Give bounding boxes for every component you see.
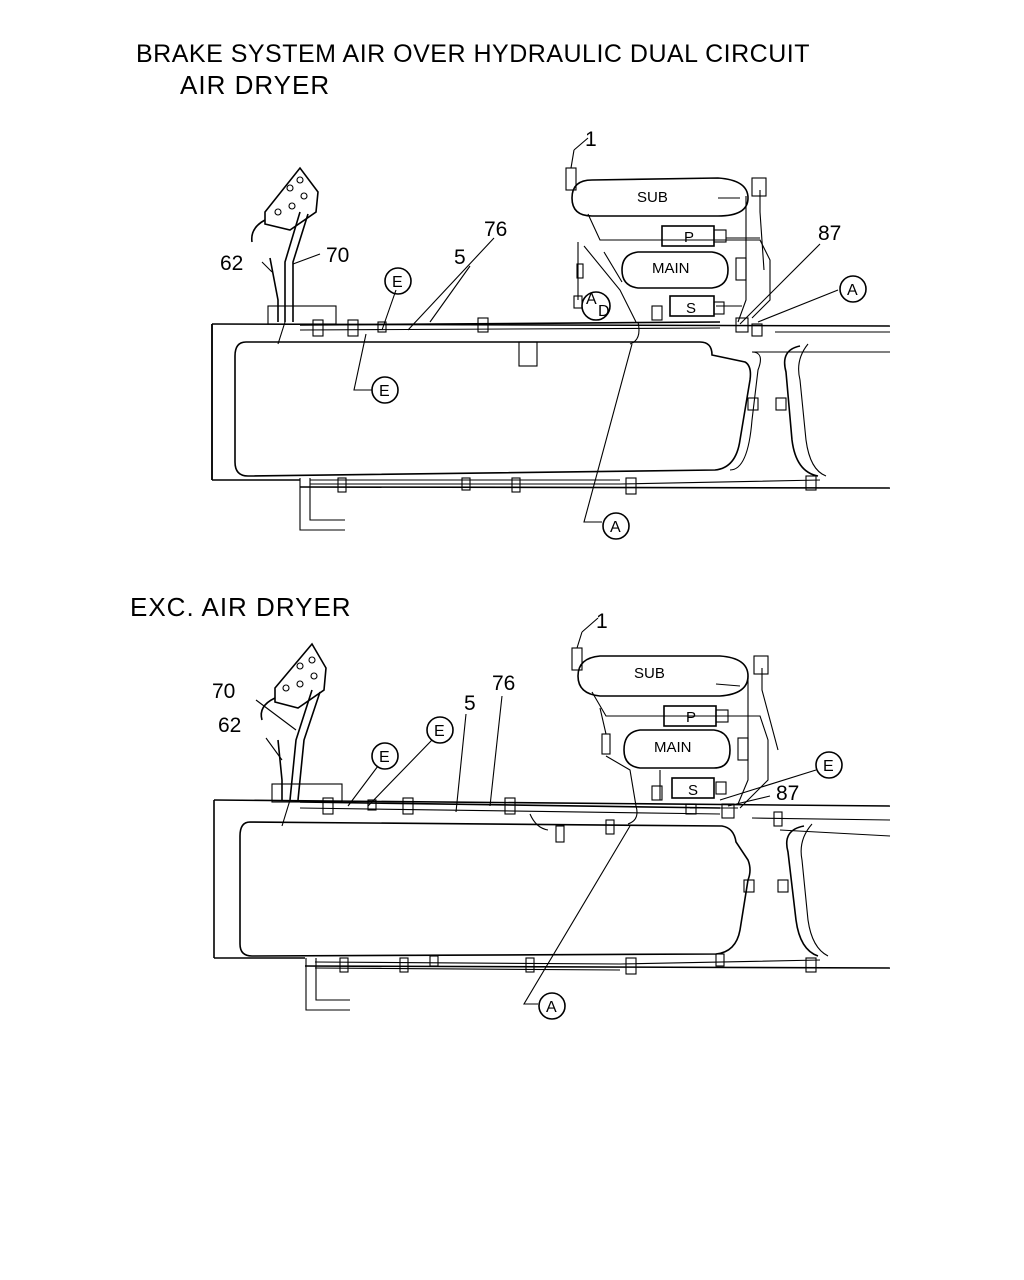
svg-text:E: E (379, 383, 390, 400)
callout-2-76: 76 (492, 672, 515, 695)
callout-62: 62 (220, 252, 243, 275)
air-dryer-label-d: D (598, 303, 610, 320)
p-valve-label: P (684, 229, 694, 246)
callout-2-87: 87 (776, 782, 799, 805)
diagram-exc-air-dryer: SUB P MAIN S (212, 610, 891, 1020)
svg-text:A: A (847, 282, 858, 299)
tank-outline-2 (239, 821, 751, 957)
air-dryer: A D (573, 291, 663, 321)
callout-2-1: 1 (596, 610, 608, 633)
page-title: BRAKE SYSTEM AIR OVER HYDRAULIC DUAL CIR… (136, 40, 810, 68)
p-valve-2-label: P (686, 709, 696, 726)
circle-2-e-right: E (815, 751, 843, 779)
sub-tank-label: SUB (637, 189, 668, 206)
circle-a-bottom: A (602, 512, 630, 540)
callout-87: 87 (818, 222, 841, 245)
s-valve: S (669, 295, 725, 317)
circle-2-e-mid: E (426, 716, 454, 744)
circle-e-bottom: E (371, 376, 399, 404)
svg-text:E: E (379, 749, 390, 766)
callout-2-62: 62 (218, 714, 241, 737)
frame-rails-2 (213, 799, 891, 969)
circle-2-a-bottom: A (538, 992, 566, 1020)
svg-text:E: E (434, 723, 445, 740)
main-tank-label: MAIN (652, 260, 690, 277)
sub-tank-2-label: SUB (634, 665, 665, 682)
svg-text:A: A (610, 519, 621, 536)
callout-2-70: 70 (212, 680, 235, 703)
svg-text:E: E (392, 274, 403, 291)
s-valve-2-label: S (688, 782, 698, 799)
s-valve-label: S (686, 300, 696, 317)
diagram-air-dryer: SUB P MAIN S A D (211, 128, 891, 540)
svg-text:E: E (823, 758, 834, 775)
s-valve-2: S (651, 777, 727, 801)
callout-1: 1 (585, 128, 597, 151)
section-title-exc-air-dryer: EXC. AIR DRYER (130, 592, 352, 622)
main-tank-2-label: MAIN (654, 739, 692, 756)
tank-outline (234, 341, 752, 477)
callout-70: 70 (326, 244, 349, 267)
sub-tank: SUB (565, 149, 767, 217)
circle-2-e-left: E (371, 742, 399, 770)
fittings-2 (271, 783, 817, 975)
svg-text:A: A (546, 999, 557, 1016)
sub-tank-2: SUB (571, 631, 769, 697)
fittings (267, 305, 817, 495)
main-tank-2: MAIN (601, 729, 749, 769)
callout-5: 5 (454, 246, 466, 269)
circle-a-right: A (839, 275, 867, 303)
brake-pedal-bracket-2 (260, 642, 327, 827)
callout-2-5: 5 (464, 692, 476, 715)
section-title-air-dryer: AIR DRYER (180, 70, 331, 100)
circle-e-top: E (384, 267, 412, 295)
p-valve: P (661, 225, 727, 247)
air-dryer-label-a: A (586, 291, 597, 308)
main-tank: MAIN (576, 251, 747, 289)
callout-76: 76 (484, 218, 507, 241)
brake-pedal-bracket (250, 166, 319, 345)
